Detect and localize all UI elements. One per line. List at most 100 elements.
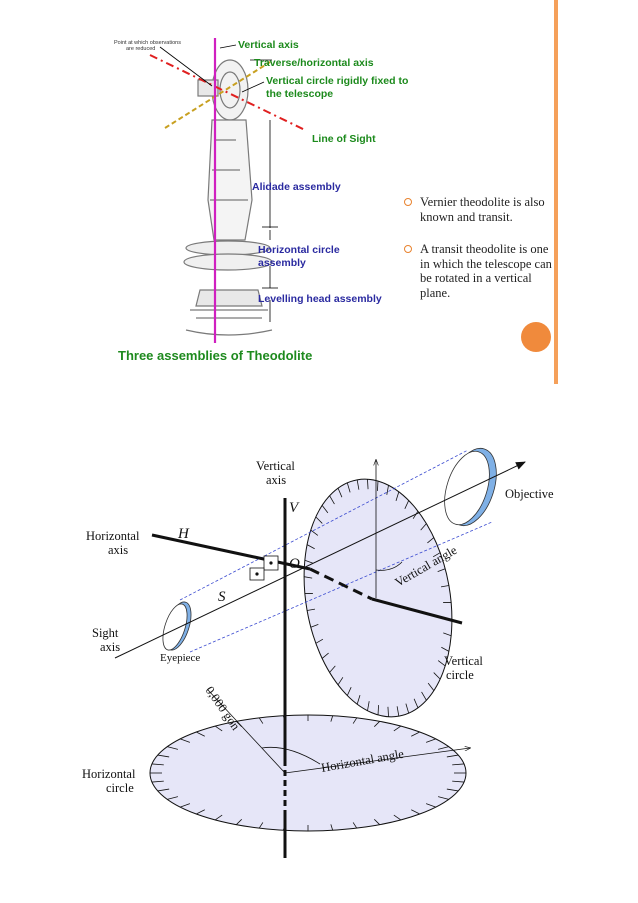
horizontal-circle-assembly-label-line1: Horizontal circle bbox=[258, 244, 340, 256]
bullet-list: Vernier theodolite is also known and tra… bbox=[404, 195, 552, 319]
horizontal-circle-tick bbox=[157, 754, 170, 758]
horizontal-circle-tick bbox=[446, 788, 459, 792]
vertical-axis-label-line1: Vertical bbox=[256, 459, 295, 473]
horizontal-circle-tick bbox=[180, 738, 191, 743]
observation-point-note-line2: are reduced bbox=[126, 46, 155, 52]
horizontal-circle-tick bbox=[425, 803, 436, 808]
bullet-item: A transit theodolite is one in which the… bbox=[404, 242, 552, 300]
vertical-circle-tick bbox=[441, 646, 450, 652]
line-of-sight-label: Line of Sight bbox=[312, 133, 376, 145]
levelling-head-assembly-label: Levelling head assembly bbox=[258, 293, 382, 305]
horizontal-circle-tick bbox=[157, 788, 170, 792]
vertical-circle-tick bbox=[432, 552, 441, 558]
vertical-circle-tick bbox=[437, 568, 446, 572]
vertical-circle-tick bbox=[367, 479, 369, 490]
vertical-circle-tick bbox=[346, 686, 352, 696]
vertical-axis-label-line2: axis bbox=[266, 473, 286, 487]
sight-axis-line bbox=[114, 461, 526, 659]
horizontal-circle-tick bbox=[167, 746, 179, 750]
horizontal-circle-label-line1: Horizontal bbox=[82, 767, 136, 781]
sight-axis-label-line2: axis bbox=[100, 640, 120, 654]
objective-label: Objective bbox=[505, 487, 554, 501]
horizontal-circle-tick bbox=[196, 809, 205, 815]
theodolite-slide bbox=[72, 0, 560, 384]
right-angle-markers bbox=[249, 555, 279, 581]
sight-axis-label-line1: Sight bbox=[92, 626, 119, 640]
vertical-circle-label-line1: Vertical bbox=[444, 654, 483, 668]
horizontal-circle-tick bbox=[330, 824, 334, 831]
horizontal-circle-tick bbox=[446, 754, 459, 758]
horizontal-circle-tick bbox=[180, 803, 191, 808]
horizontal-circle-tick bbox=[411, 731, 420, 737]
horizontal-circle-tick bbox=[196, 731, 205, 737]
slide-accent-bar bbox=[554, 0, 558, 384]
vertical-circle-tick bbox=[321, 652, 329, 659]
horizontal-axis-label-line2: axis bbox=[108, 543, 128, 557]
horizontal-circle-tick bbox=[214, 814, 223, 821]
horizontal-circle-tick bbox=[151, 780, 164, 783]
bullet-marker-icon bbox=[404, 245, 412, 254]
vertical-circle-tick bbox=[367, 701, 370, 711]
vertical-circle-tick bbox=[437, 660, 446, 667]
horizontal-circle-tick bbox=[330, 715, 334, 722]
bullet-marker-icon bbox=[404, 198, 412, 206]
vertical-circle-tick bbox=[329, 495, 335, 505]
horizontal-axis-label-line1: Horizontal bbox=[86, 529, 140, 543]
horizontal-circle-label-line2: circle bbox=[106, 781, 134, 795]
eyepiece-label: Eyepiece bbox=[160, 652, 200, 664]
horizontal-circle-tick bbox=[258, 717, 264, 724]
horizontal-circle-tick bbox=[167, 796, 179, 800]
vertical-circle-tick bbox=[310, 529, 319, 536]
horizontal-angle-construction bbox=[207, 689, 470, 774]
vertical-circle-tick bbox=[304, 576, 313, 579]
vertical-circle-tick bbox=[412, 510, 419, 519]
instrument-drawing bbox=[183, 59, 273, 336]
bullet-text: Vernier theodolite is also known and tra… bbox=[420, 195, 545, 224]
vertical-circle-tick bbox=[356, 695, 361, 705]
vertical-circle-tick bbox=[337, 487, 343, 498]
vertical-circle-disc bbox=[303, 478, 453, 718]
vertical-circle-tick bbox=[387, 706, 389, 717]
vertical-circle-tick bbox=[310, 624, 319, 628]
horizontal-circle-tick bbox=[452, 780, 465, 783]
vertical-circle-tick bbox=[443, 632, 452, 637]
vertical-circle-tick bbox=[307, 608, 316, 611]
horizontal-circle-tick bbox=[214, 725, 223, 732]
horizontal-circle-assembly-label-line2: assembly bbox=[258, 257, 306, 269]
vertical-circle-tick bbox=[427, 537, 435, 544]
vertical-circle-label-line2: the telescope bbox=[266, 88, 333, 100]
theodolite-assembly-figure: Point at which observations are reduced … bbox=[114, 38, 408, 363]
vertical-circle-tick bbox=[321, 505, 329, 514]
horizontal-circle-tick bbox=[235, 819, 242, 825]
horizontal-circle-tick bbox=[352, 717, 358, 724]
traverse-axis-line bbox=[164, 61, 271, 129]
vertical-circle-tick bbox=[377, 705, 379, 715]
vertical-circle-label-line1: Vertical circle rigidly fixed to bbox=[266, 75, 408, 87]
horizontal-circle-tick bbox=[425, 738, 436, 743]
vertical-circle-tick bbox=[405, 703, 410, 714]
telescope-outline bbox=[179, 449, 493, 653]
horizontal-circle-tick bbox=[151, 763, 164, 766]
horizontal-circle-tick bbox=[374, 819, 381, 825]
horizontal-circle-tick bbox=[437, 746, 449, 750]
vertical-circle-tick bbox=[356, 479, 360, 490]
vertical-circle-tick bbox=[420, 523, 427, 531]
vertical-circle-tick bbox=[404, 500, 410, 510]
horizontal-circle-tick bbox=[374, 721, 381, 727]
o-label: O bbox=[289, 556, 300, 572]
vertical-circle-tick bbox=[377, 481, 379, 491]
theodolite-axes-diagram: Vertical axis V Horizontal axis H O S Ob… bbox=[82, 447, 554, 858]
horizontal-circle-tick bbox=[393, 725, 402, 732]
orange-circle-decoration bbox=[521, 322, 551, 352]
traverse-axis-label: Traverse/horizontal axis bbox=[254, 57, 374, 69]
vertical-circle-tick bbox=[304, 559, 313, 564]
horizontal-circle-disc bbox=[149, 714, 467, 832]
vertical-angle-construction bbox=[376, 460, 403, 598]
vertical-circle-tick bbox=[440, 585, 449, 588]
v-label: V bbox=[289, 500, 300, 516]
eyepiece-lens bbox=[162, 601, 192, 651]
vertical-circle-tick bbox=[433, 672, 441, 680]
vertical-circle-tick bbox=[413, 698, 419, 709]
vertical-circle-tick bbox=[396, 706, 400, 717]
